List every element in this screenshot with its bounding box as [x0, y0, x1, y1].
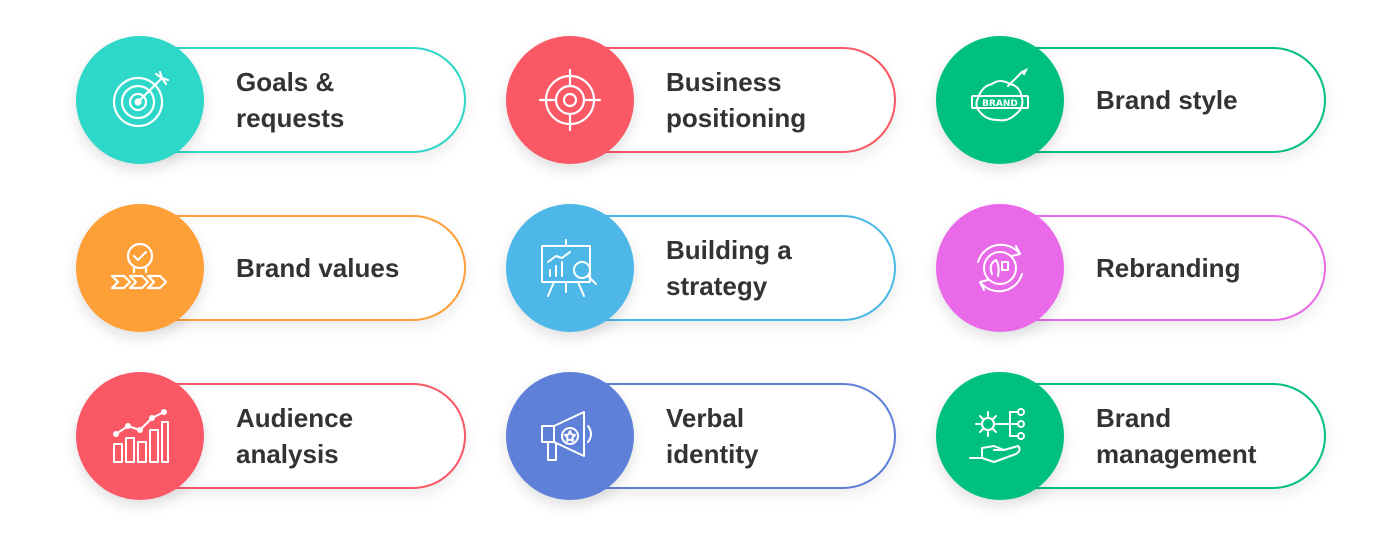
crosshair-icon	[538, 68, 602, 132]
brand-badge-icon: BRAND	[971, 67, 1029, 122]
card-icon-circle	[936, 204, 1064, 332]
card-label: Building a strategy	[666, 235, 792, 301]
card-icon-circle	[76, 204, 204, 332]
services-grid: Goals & requests Business positioning BR…	[76, 36, 1336, 502]
card-icon-circle: BRAND	[936, 36, 1064, 164]
card-icon-circle	[936, 372, 1064, 500]
card-label: Rebranding	[1096, 253, 1241, 283]
target-icon	[112, 70, 170, 128]
hand-gear-icon	[969, 408, 1025, 463]
card-label: Verbal identity	[666, 403, 759, 469]
checkmark-arrows-icon	[110, 242, 168, 290]
card-audience-analysis[interactable]: Audience analysis	[76, 372, 466, 500]
presentation-board-icon	[541, 239, 597, 297]
svg-text:BRAND: BRAND	[982, 99, 1018, 109]
card-building-strategy[interactable]: Building a strategy	[506, 204, 896, 332]
card-label: Goals & requests	[236, 67, 345, 133]
card-icon-circle	[76, 372, 204, 500]
card-label: Brand style	[1096, 85, 1238, 115]
card-brand-values[interactable]: Brand values	[76, 204, 466, 332]
card-icon-circle	[506, 372, 634, 500]
card-label: Audience analysis	[236, 403, 354, 469]
card-verbal-identity[interactable]: Verbal identity	[506, 372, 896, 500]
card-icon-circle	[506, 36, 634, 164]
card-label: Brand management	[1096, 403, 1257, 469]
megaphone-icon	[541, 411, 592, 461]
card-brand-management[interactable]: Brand management	[936, 372, 1326, 500]
card-label: Business positioning	[666, 67, 807, 133]
card-icon-circle	[506, 204, 634, 332]
card-brand-style[interactable]: BRAND Brand style	[936, 36, 1326, 164]
card-label: Brand values	[236, 253, 400, 283]
card-rebranding[interactable]: Rebranding	[936, 204, 1326, 332]
refresh-logo-icon	[977, 243, 1023, 293]
bar-chart-icon	[113, 409, 169, 463]
card-business-positioning[interactable]: Business positioning	[506, 36, 896, 164]
card-icon-circle	[76, 36, 204, 164]
card-goals-requests[interactable]: Goals & requests	[76, 36, 466, 164]
